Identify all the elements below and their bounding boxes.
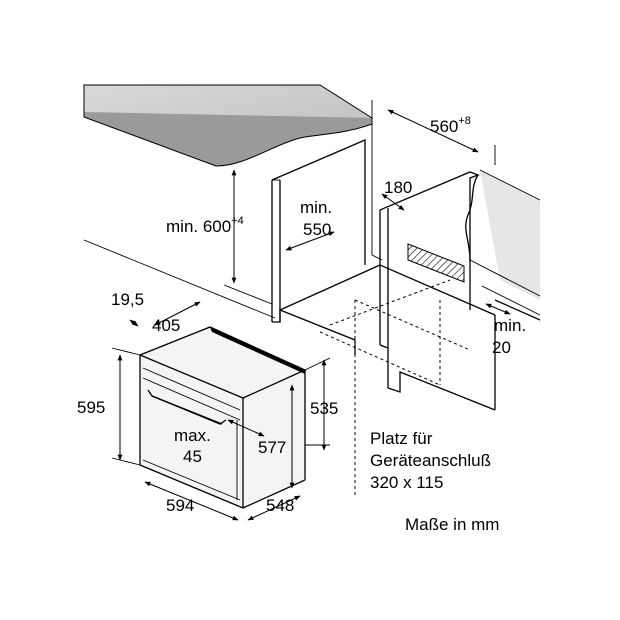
label-side-min-1: min.: [494, 316, 526, 335]
note-units: Maße in mm: [405, 515, 499, 534]
label-oven-height: 595: [77, 398, 105, 417]
label-side-min-2: 20: [492, 338, 511, 357]
label-oven-width: 594: [166, 496, 194, 515]
label-front-offset: 19,5: [111, 290, 144, 309]
label-body-height: 535: [310, 399, 338, 418]
label-handle-max-2: 45: [183, 447, 202, 466]
cabinet-niche: [271, 139, 541, 411]
worktop: [83, 84, 540, 300]
label-niche-height: min. 600+4: [166, 215, 244, 236]
label-cabinet-width: 560+8: [430, 115, 471, 136]
wall-lines: [83, 118, 541, 319]
label-oven-depth: 548: [266, 496, 294, 515]
note-connection-1: Platz für: [370, 429, 433, 448]
connection-area: [407, 243, 465, 283]
label-depth-min-1: min.: [300, 198, 332, 217]
note-connection-3: 320 x 115: [370, 473, 443, 492]
note-connection-2: Geräteanschluß: [370, 451, 491, 470]
dashed-outline: [319, 279, 471, 495]
dimension-arrows: [111, 100, 511, 521]
label-panel-depth: 405: [152, 316, 180, 335]
label-rear-gap: 180: [384, 178, 412, 197]
oven: [138, 326, 307, 509]
label-handle-max-1: max.: [174, 426, 211, 445]
label-depth-min-2: 550: [303, 220, 331, 239]
label-inner-height: 577: [258, 438, 286, 457]
